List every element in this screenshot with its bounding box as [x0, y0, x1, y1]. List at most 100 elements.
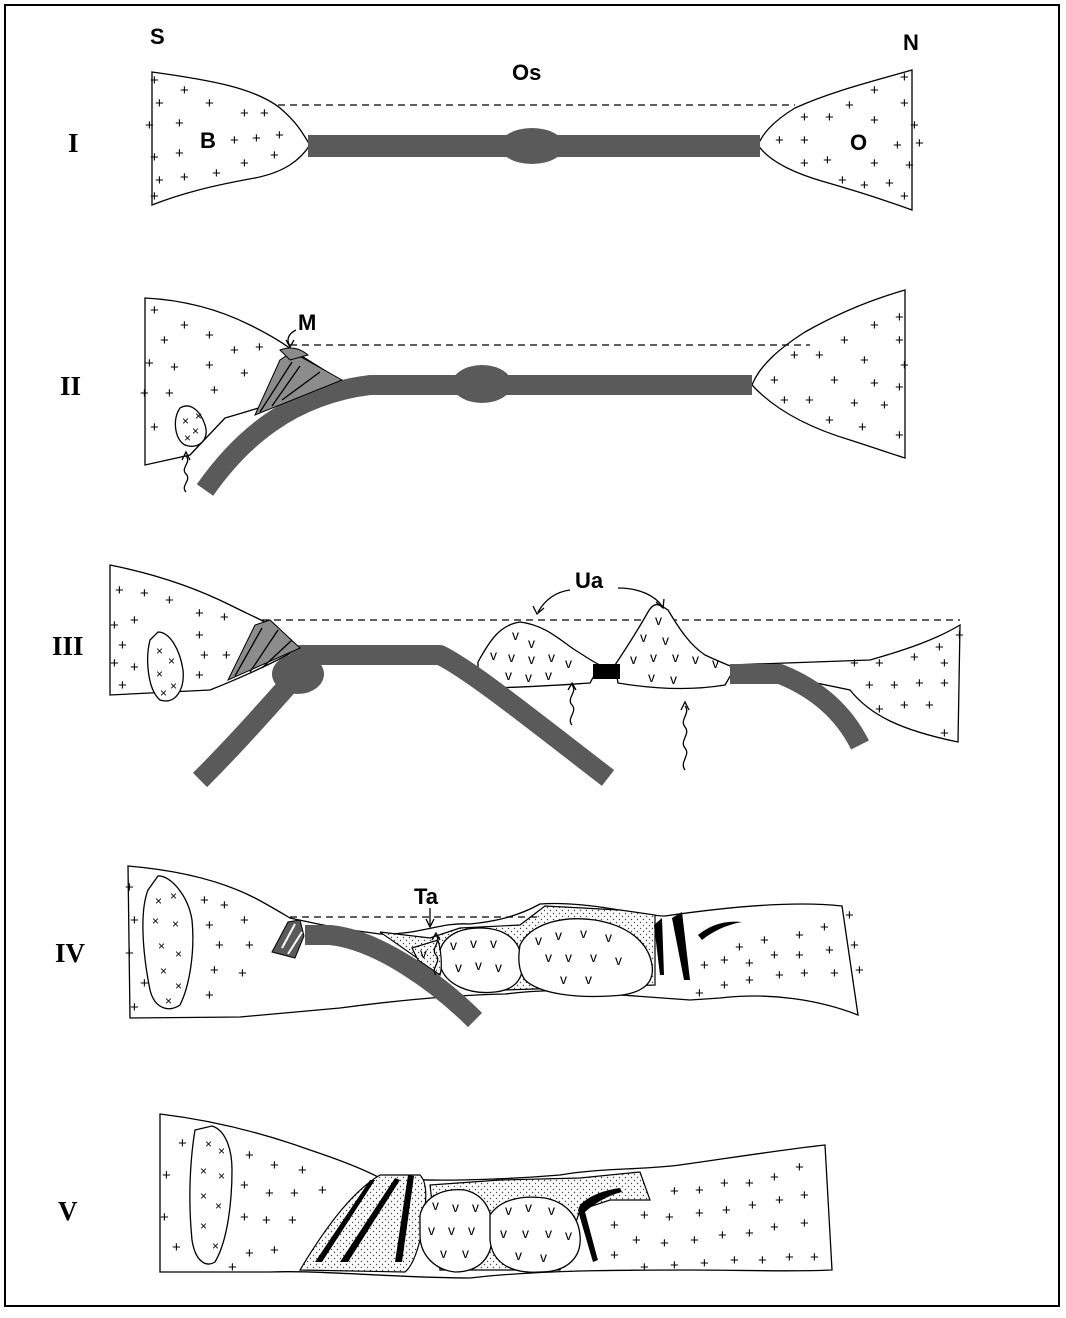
svg-text:v: v — [440, 1245, 447, 1261]
svg-text:+: + — [795, 1159, 804, 1176]
svg-text:×: × — [172, 917, 179, 931]
svg-text:+: + — [195, 627, 204, 644]
svg-text:+: + — [118, 637, 127, 654]
svg-text:+: + — [785, 1249, 794, 1266]
svg-text:v: v — [540, 1249, 547, 1265]
mid-ocean-ridge-panel-1 — [500, 128, 564, 164]
svg-text:+: + — [810, 1249, 819, 1266]
svg-text:v: v — [515, 1247, 522, 1263]
svg-text:+: + — [775, 132, 784, 149]
svg-text:+: + — [915, 135, 924, 152]
svg-text:×: × — [168, 654, 175, 668]
svg-text:+: + — [770, 372, 779, 389]
svg-text:+: + — [288, 1212, 297, 1229]
svg-text:+: + — [858, 419, 867, 436]
svg-text:+: + — [770, 947, 779, 964]
svg-text:+: + — [850, 395, 859, 412]
svg-text:+: + — [695, 985, 704, 1002]
svg-text:+: + — [775, 967, 784, 984]
svg-text:+: + — [915, 675, 924, 692]
svg-text:+: + — [870, 82, 879, 99]
svg-text:+: + — [735, 939, 744, 956]
svg-text:+: + — [870, 375, 879, 392]
svg-text:v: v — [450, 937, 457, 953]
svg-text:+: + — [222, 647, 231, 664]
svg-text:v: v — [640, 629, 647, 645]
svg-text:v: v — [672, 649, 679, 665]
svg-text:v: v — [428, 1222, 435, 1238]
mid-ocean-ridge-panel-2 — [452, 365, 512, 403]
svg-text:+: + — [850, 937, 859, 954]
svg-text:×: × — [175, 947, 182, 961]
svg-text:+: + — [800, 1187, 809, 1204]
svg-text:+: + — [318, 1182, 327, 1199]
svg-text:v: v — [468, 1222, 475, 1238]
svg-text:v: v — [605, 929, 612, 945]
svg-text:+: + — [205, 327, 214, 344]
svg-text:+: + — [855, 962, 864, 979]
svg-text:+: + — [935, 639, 944, 656]
svg-text:+: + — [770, 1219, 779, 1236]
svg-text:×: × — [212, 1239, 219, 1253]
svg-text:+: + — [210, 382, 219, 399]
svg-text:+: + — [210, 962, 219, 979]
svg-text:+: + — [115, 582, 124, 599]
svg-text:+: + — [205, 917, 214, 934]
svg-text:v: v — [455, 959, 462, 975]
svg-text:v: v — [490, 935, 497, 951]
svg-text:+: + — [900, 697, 909, 714]
svg-text:+: + — [150, 419, 159, 436]
svg-text:+: + — [110, 617, 119, 634]
svg-text:+: + — [780, 392, 789, 409]
svg-text:+: + — [228, 1259, 237, 1276]
arc-arrow-right — [618, 588, 662, 606]
magma-arrow-2-panel-3 — [683, 706, 686, 770]
svg-text:+: + — [220, 897, 229, 914]
svg-text:v: v — [565, 655, 572, 671]
svg-text:+: + — [722, 1202, 731, 1219]
terrane-label: Ta — [414, 884, 439, 909]
svg-text:+: + — [270, 1242, 279, 1259]
svg-text:v: v — [535, 932, 542, 948]
svg-text:+: + — [890, 677, 899, 694]
svg-text:+: + — [220, 609, 229, 626]
svg-text:+: + — [795, 947, 804, 964]
svg-text:+: + — [175, 145, 184, 162]
svg-text:+: + — [172, 1239, 181, 1256]
svg-text:+: + — [640, 1259, 649, 1276]
svg-text:+: + — [800, 965, 809, 982]
svg-text:+: + — [240, 912, 249, 929]
panel-2: II M ×××× ++++ ++++ ++++ ++ ++++ ++++ ++… — [60, 290, 909, 492]
continent-b-label: B — [200, 128, 216, 153]
svg-text:v: v — [462, 1245, 469, 1261]
svg-text:v: v — [545, 949, 552, 965]
svg-text:v: v — [590, 949, 597, 965]
svg-text:+: + — [110, 655, 119, 672]
svg-text:+: + — [252, 130, 261, 147]
svg-text:×: × — [152, 914, 159, 928]
svg-text:+: + — [290, 1185, 299, 1202]
svg-text:+: + — [760, 932, 769, 949]
svg-text:v: v — [525, 669, 532, 685]
svg-text:×: × — [160, 964, 167, 978]
svg-text:+: + — [125, 879, 134, 896]
svg-text:+: + — [130, 659, 139, 676]
svg-text:+: + — [670, 1183, 679, 1200]
svg-text:+: + — [900, 69, 909, 86]
svg-text:v: v — [528, 651, 535, 667]
svg-text:+: + — [160, 1209, 169, 1226]
svg-text:+: + — [160, 332, 169, 349]
svg-text:+: + — [205, 357, 214, 374]
svg-text:+: + — [200, 647, 209, 664]
svg-text:v: v — [565, 1227, 572, 1243]
svg-text:+: + — [850, 655, 859, 672]
svg-text:×: × — [200, 1219, 207, 1233]
svg-text:+: + — [165, 592, 174, 609]
svg-text:+: + — [695, 1182, 704, 1199]
svg-text:v: v — [505, 1202, 512, 1218]
svg-text:v: v — [548, 649, 555, 665]
continent-o-label: O — [850, 130, 867, 155]
svg-text:+: + — [150, 72, 159, 89]
